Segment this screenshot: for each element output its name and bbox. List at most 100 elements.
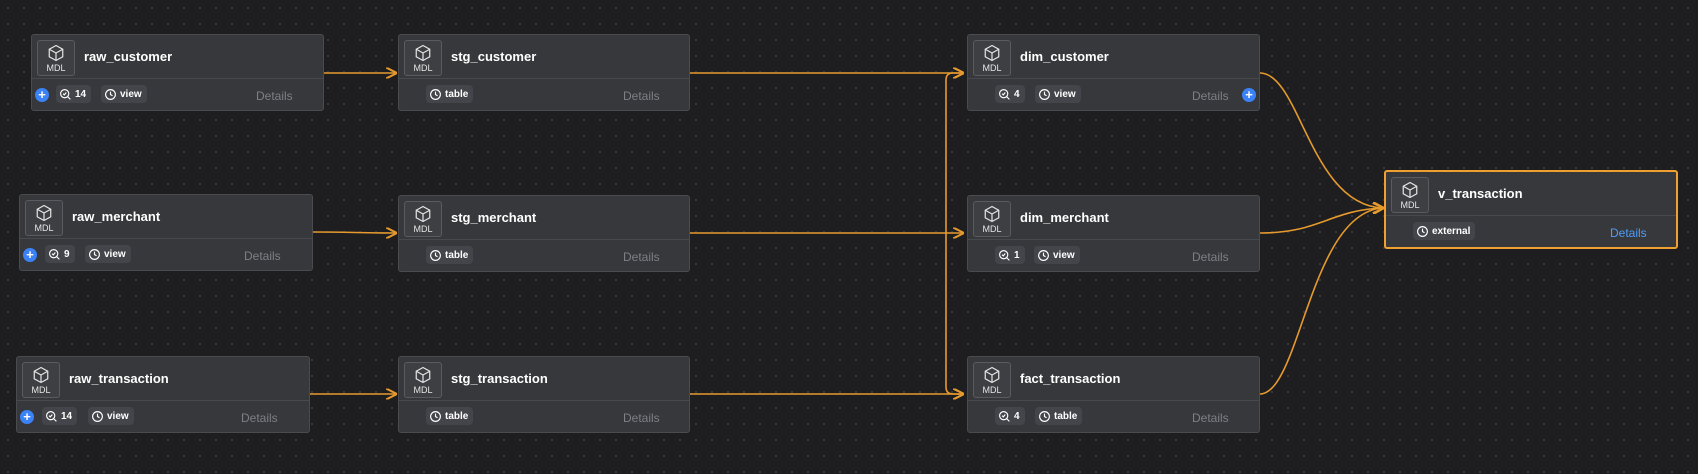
clock-icon	[1039, 88, 1050, 100]
cube-icon: MDL	[37, 40, 75, 76]
node-raw-customer[interactable]: MDL raw_customer + 14 view Details	[31, 34, 324, 111]
node-fact-transaction[interactable]: MDL fact_transaction 4 table Details	[967, 356, 1260, 433]
node-title: stg_merchant	[451, 210, 537, 225]
cube-icon: MDL	[404, 40, 442, 76]
materialization-pill: view	[85, 245, 131, 263]
node-title: stg_customer	[451, 49, 537, 64]
details-link[interactable]: Details	[623, 89, 660, 103]
materialization-type: view	[104, 248, 126, 260]
edge-trunk-to-dim-customer	[945, 73, 963, 233]
add-upstream-button[interactable]: +	[35, 88, 49, 102]
details-link[interactable]: Details	[1192, 411, 1229, 425]
edge-raw-merchant-to-stg-merchant	[312, 232, 396, 233]
model-badge: MDL	[982, 385, 1002, 395]
materialization-type: external	[1432, 225, 1471, 237]
model-badge: MDL	[46, 63, 66, 73]
materialization-pill: view	[1035, 85, 1081, 103]
materialization-type: view	[1053, 249, 1075, 261]
node-title: dim_customer	[1020, 49, 1109, 64]
clock-icon	[89, 248, 100, 260]
materialization-type: table	[445, 249, 469, 261]
details-link[interactable]: Details	[623, 411, 660, 425]
materialization-type: view	[1054, 88, 1076, 100]
details-link[interactable]: Details	[623, 250, 660, 264]
usage-count-pill: 14	[56, 85, 92, 103]
add-downstream-button[interactable]: +	[1242, 88, 1256, 102]
node-raw-merchant[interactable]: MDL raw_merchant + 9 view Details	[19, 194, 313, 271]
search-check-icon	[49, 248, 60, 260]
model-badge: MDL	[413, 224, 433, 234]
clock-icon	[430, 88, 441, 100]
model-badge: MDL	[413, 63, 433, 73]
details-link[interactable]: Details	[1192, 89, 1229, 103]
edge-trunk-to-fact-transaction	[945, 233, 963, 394]
usage-count: 1	[1014, 249, 1020, 261]
model-badge: MDL	[1400, 200, 1420, 210]
node-dim-customer[interactable]: MDL dim_customer 4 view Details +	[967, 34, 1260, 111]
materialization-pill: view	[101, 85, 147, 103]
usage-count-pill: 9	[45, 245, 75, 263]
materialization-type: view	[107, 410, 129, 422]
search-check-icon	[999, 249, 1010, 261]
usage-count-pill: 14	[42, 407, 78, 425]
model-badge: MDL	[982, 63, 1002, 73]
clock-icon	[1417, 225, 1428, 237]
usage-count: 14	[61, 410, 73, 422]
materialization-pill: table	[426, 246, 474, 264]
usage-count-pill: 4	[995, 407, 1025, 425]
node-stg-customer[interactable]: MDL stg_customer table Details	[398, 34, 690, 111]
clock-icon	[92, 410, 103, 422]
details-link[interactable]: Details	[244, 249, 281, 263]
materialization-type: table	[445, 88, 469, 100]
usage-count: 14	[75, 88, 87, 100]
node-raw-transaction[interactable]: MDL raw_transaction + 14 view Details	[16, 356, 310, 433]
model-badge: MDL	[31, 385, 51, 395]
materialization-pill: view	[88, 407, 134, 425]
node-title: raw_customer	[84, 49, 173, 64]
node-title: v_transaction	[1438, 186, 1523, 201]
details-link[interactable]: Details	[1610, 226, 1647, 240]
add-upstream-button[interactable]: +	[23, 248, 37, 262]
cube-icon: MDL	[404, 362, 442, 398]
node-stg-merchant[interactable]: MDL stg_merchant table Details	[398, 195, 690, 272]
search-check-icon	[60, 88, 71, 100]
node-v-transaction[interactable]: MDL v_transaction external Details	[1384, 170, 1678, 249]
node-title: raw_merchant	[72, 209, 161, 224]
usage-count-pill: 4	[995, 85, 1025, 103]
cube-icon: MDL	[22, 362, 60, 398]
usage-count: 4	[1014, 410, 1020, 422]
cube-icon: MDL	[973, 201, 1011, 237]
node-stg-transaction[interactable]: MDL stg_transaction table Details	[398, 356, 690, 433]
edge-dim-customer-to-v-transaction	[1259, 72, 1383, 208]
search-check-icon	[999, 88, 1010, 100]
materialization-pill: view	[1034, 246, 1080, 264]
materialization-pill: external	[1413, 222, 1476, 240]
node-dim-merchant[interactable]: MDL dim_merchant 1 view Details	[967, 195, 1260, 272]
clock-icon	[1039, 410, 1050, 422]
clock-icon	[430, 249, 441, 261]
edge-dim-merchant-to-v-transaction	[1259, 208, 1383, 234]
usage-count-pill: 1	[995, 246, 1025, 264]
materialization-pill: table	[426, 407, 474, 425]
node-title: fact_transaction	[1020, 371, 1121, 386]
materialization-type: table	[1054, 410, 1078, 422]
cube-icon: MDL	[973, 362, 1011, 398]
materialization-pill: table	[426, 85, 474, 103]
cube-icon: MDL	[404, 201, 442, 237]
cube-icon: MDL	[1391, 177, 1429, 213]
add-upstream-button[interactable]: +	[20, 410, 34, 424]
search-check-icon	[999, 410, 1010, 422]
search-check-icon	[46, 410, 57, 422]
node-title: stg_transaction	[451, 371, 548, 386]
materialization-type: table	[445, 410, 469, 422]
edge-fact-transaction-to-v-transaction	[1259, 208, 1383, 395]
clock-icon	[105, 88, 116, 100]
cube-icon: MDL	[25, 200, 63, 236]
details-link[interactable]: Details	[256, 89, 293, 103]
model-badge: MDL	[413, 385, 433, 395]
details-link[interactable]: Details	[241, 411, 278, 425]
clock-icon	[1038, 249, 1049, 261]
details-link[interactable]: Details	[1192, 250, 1229, 264]
usage-count: 9	[64, 248, 70, 260]
